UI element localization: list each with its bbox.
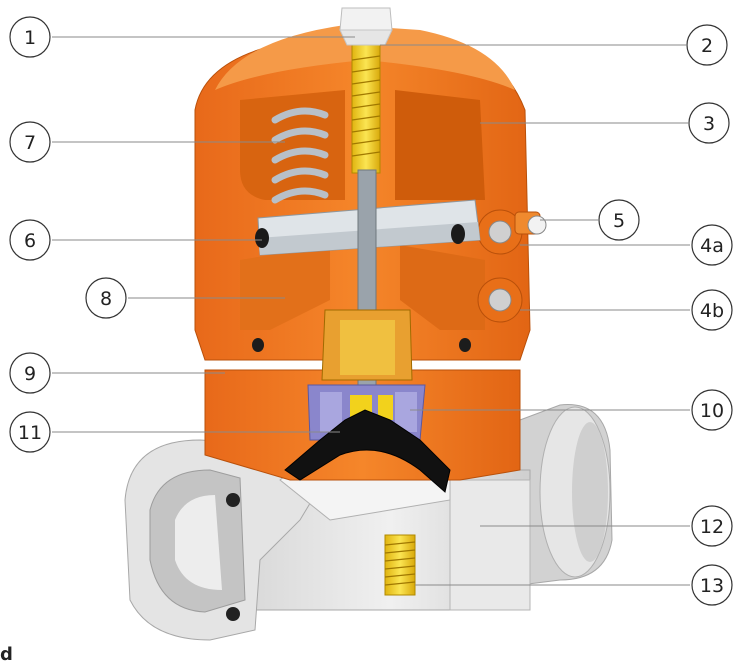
callout-2-label: 2 — [701, 35, 713, 57]
callout-11: 11 — [9, 411, 51, 453]
callout-9: 9 — [9, 352, 51, 394]
spring — [271, 107, 329, 204]
callout-9-label: 9 — [24, 363, 36, 385]
callout-4a-label: 4a — [700, 235, 724, 257]
leader-lines — [52, 36, 690, 586]
callout-3: 3 — [688, 102, 730, 144]
callout-8: 8 — [85, 277, 127, 319]
callout-13: 13 — [691, 564, 733, 606]
callout-1-label: 1 — [24, 27, 36, 49]
figure-letter: d — [0, 644, 13, 665]
callout-2: 2 — [686, 24, 728, 66]
callout-5-label: 5 — [613, 210, 625, 232]
callout-12-label: 12 — [700, 516, 724, 538]
callout-10-label: 10 — [700, 400, 724, 422]
callout-4a: 4a — [691, 224, 733, 266]
callout-8-label: 8 — [100, 288, 112, 310]
guide-bushing — [321, 309, 413, 381]
diaphragm — [284, 409, 451, 493]
callout-13-label: 13 — [700, 575, 724, 597]
callout-3-label: 3 — [703, 113, 715, 135]
callout-11-label: 11 — [18, 422, 42, 444]
callout-10: 10 — [691, 389, 733, 431]
callout-6-label: 6 — [24, 230, 36, 252]
callout-12: 12 — [691, 505, 733, 547]
callout-5: 5 — [598, 199, 640, 241]
callout-7: 7 — [9, 121, 51, 163]
callout-6: 6 — [9, 219, 51, 261]
callout-4b: 4b — [691, 289, 733, 331]
callouts: 1 2 3 7 5 6 4a 8 — [9, 16, 733, 606]
callout-1: 1 — [9, 16, 51, 58]
callout-7-label: 7 — [24, 132, 36, 154]
callout-4b-label: 4b — [700, 300, 724, 322]
